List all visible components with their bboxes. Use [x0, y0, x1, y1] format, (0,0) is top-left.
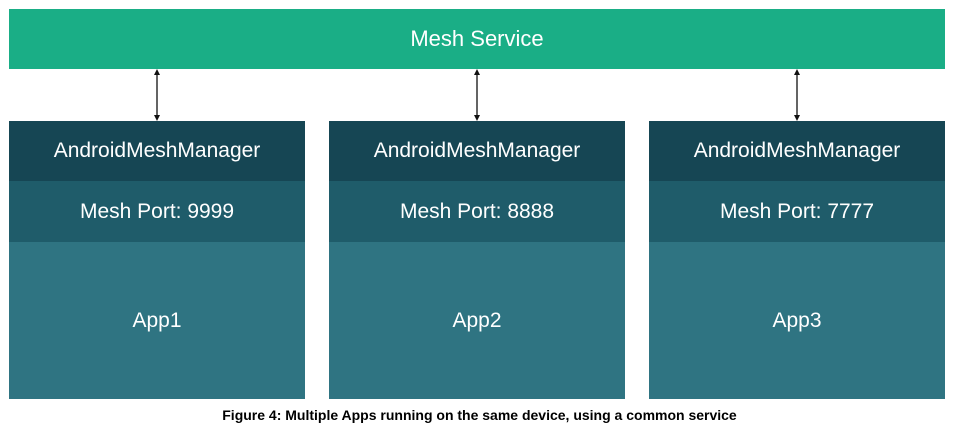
- app-column-1: AndroidMeshManager Mesh Port: 9999 App1: [9, 121, 305, 399]
- connector-arrow-1: [152, 69, 162, 121]
- app-box: App1: [9, 242, 305, 399]
- android-mesh-manager-box: AndroidMeshManager: [9, 121, 305, 181]
- mesh-port-label: Mesh Port: 9999: [79, 199, 235, 223]
- mesh-port-box: Mesh Port: 8888: [329, 181, 625, 242]
- app-column-2: AndroidMeshManager Mesh Port: 8888 App2: [329, 121, 625, 399]
- android-mesh-manager-box: AndroidMeshManager: [649, 121, 945, 181]
- manager-label: AndroidMeshManager: [53, 139, 261, 162]
- mesh-service-bar: Mesh Service: [9, 9, 945, 69]
- app-label: App2: [452, 308, 502, 332]
- app-box: App2: [329, 242, 625, 399]
- mesh-service-label: Mesh Service: [410, 26, 544, 51]
- app-box: App3: [649, 242, 945, 399]
- mesh-port-label: Mesh Port: 8888: [399, 199, 555, 223]
- figure-caption: Figure 4: Multiple Apps running on the s…: [222, 407, 737, 423]
- mesh-port-box: Mesh Port: 9999: [9, 181, 305, 242]
- app-column-3: AndroidMeshManager Mesh Port: 7777 App3: [649, 121, 945, 399]
- manager-label: AndroidMeshManager: [373, 139, 581, 162]
- android-mesh-manager-box: AndroidMeshManager: [329, 121, 625, 181]
- mesh-port-box: Mesh Port: 7777: [649, 181, 945, 242]
- app-label: App3: [772, 308, 822, 332]
- connector-arrow-2: [472, 69, 482, 121]
- app-label: App1: [132, 308, 182, 332]
- connector-arrow-3: [792, 69, 802, 121]
- mesh-port-label: Mesh Port: 7777: [719, 199, 875, 223]
- manager-label: AndroidMeshManager: [693, 139, 901, 162]
